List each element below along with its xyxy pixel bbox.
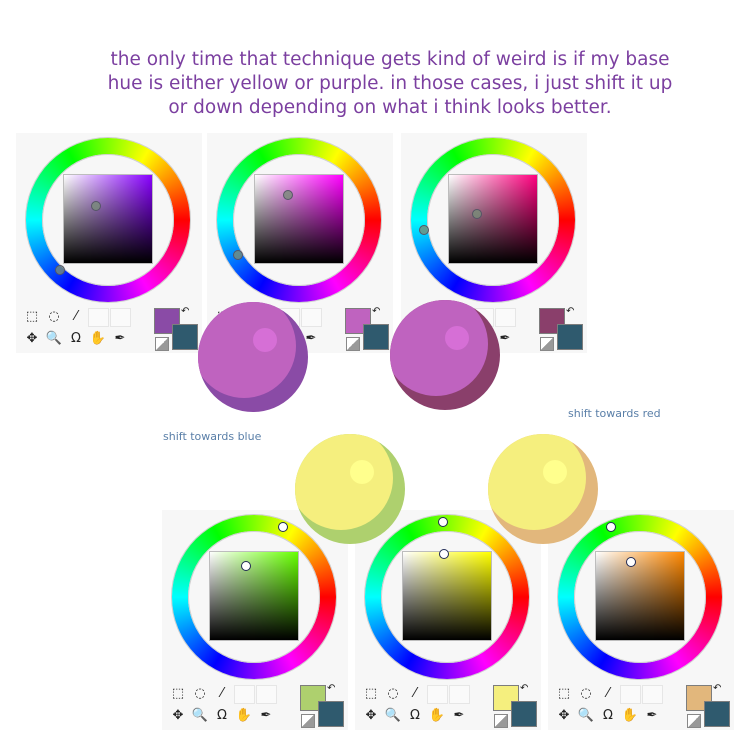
lasso-icon[interactable]: ◌ — [580, 686, 592, 701]
background-swatch[interactable] — [511, 701, 537, 727]
reset-colors-icon[interactable] — [155, 337, 169, 351]
swap-colors-icon[interactable]: ↶ — [372, 306, 381, 317]
reset-colors-icon[interactable] — [540, 337, 554, 351]
caption-line-3: or down depending on what i think looks … — [168, 97, 612, 118]
swap-colors-icon[interactable]: ↶ — [566, 306, 575, 317]
move-icon[interactable]: ✥ — [26, 331, 38, 346]
background-swatch[interactable] — [704, 701, 730, 727]
blank-tool-2[interactable] — [495, 308, 516, 327]
swap-colors-icon[interactable]: ↶ — [327, 683, 336, 694]
saturation-value-square[interactable] — [255, 175, 343, 263]
background-swatch[interactable] — [172, 324, 198, 350]
sv-marker[interactable] — [439, 549, 449, 559]
sv-marker[interactable] — [241, 561, 251, 571]
saturation-value-square[interactable] — [210, 552, 298, 640]
caption: the only time that technique gets kind o… — [100, 48, 680, 120]
rect-select-icon[interactable]: ⬚ — [557, 686, 571, 701]
reset-colors-icon[interactable] — [494, 714, 508, 728]
zoom-icon[interactable]: 🔍 — [191, 708, 209, 723]
hue-wheel[interactable] — [411, 138, 575, 302]
reset-colors-icon[interactable] — [301, 714, 315, 728]
sphere-yellow-orange — [488, 434, 598, 544]
zoom-icon[interactable]: 🔍 — [577, 708, 595, 723]
sv-marker[interactable] — [91, 201, 101, 211]
eyedropper-icon[interactable]: ✒ — [646, 708, 658, 723]
reset-colors-icon[interactable] — [346, 337, 360, 351]
rotate-icon[interactable]: Ω — [71, 331, 81, 346]
sphere-yellow-green — [295, 434, 405, 544]
blank-tool-1[interactable] — [88, 308, 109, 327]
blank-tool-1[interactable] — [234, 685, 255, 704]
hue-marker[interactable] — [55, 265, 65, 275]
rotate-icon[interactable]: Ω — [217, 708, 227, 723]
sv-marker[interactable] — [283, 190, 293, 200]
hue-marker[interactable] — [419, 225, 429, 235]
color-panel-4: ⬚ ◌ ⁄ ✥ 🔍 Ω ✋ ✒ ↶ — [162, 510, 348, 730]
saturation-value-square[interactable] — [403, 552, 491, 640]
hand-icon[interactable]: ✋ — [89, 331, 107, 346]
saturation-value-square[interactable] — [596, 552, 684, 640]
hand-icon[interactable]: ✋ — [428, 708, 446, 723]
color-panel-5: ⬚ ◌ ⁄ ✥ 🔍 Ω ✋ ✒ ↶ — [355, 510, 541, 730]
lasso-icon[interactable]: ◌ — [194, 686, 206, 701]
rect-select-icon[interactable]: ⬚ — [171, 686, 185, 701]
blank-tool-2[interactable] — [301, 308, 322, 327]
background-swatch[interactable] — [557, 324, 583, 350]
magic-wand-icon[interactable]: ⁄ — [413, 686, 417, 701]
hue-marker[interactable] — [278, 522, 288, 532]
magic-wand-icon[interactable]: ⁄ — [74, 309, 78, 324]
hue-marker[interactable] — [606, 522, 616, 532]
magic-wand-icon[interactable]: ⁄ — [220, 686, 224, 701]
eyedropper-icon[interactable]: ✒ — [499, 331, 511, 346]
sphere-purple-red — [390, 300, 500, 410]
rect-select-icon[interactable]: ⬚ — [25, 309, 39, 324]
blank-tool-2[interactable] — [110, 308, 131, 327]
background-swatch[interactable] — [318, 701, 344, 727]
lasso-icon[interactable]: ◌ — [48, 309, 60, 324]
note-shift-blue: shift towards blue — [163, 430, 262, 443]
move-icon[interactable]: ✥ — [172, 708, 184, 723]
blank-tool-2[interactable] — [642, 685, 663, 704]
eyedropper-icon[interactable]: ✒ — [305, 331, 317, 346]
sv-marker[interactable] — [626, 557, 636, 567]
blank-tool-2[interactable] — [256, 685, 277, 704]
color-panel-6: ⬚ ◌ ⁄ ✥ 🔍 Ω ✋ ✒ ↶ — [548, 510, 734, 730]
hand-icon[interactable]: ✋ — [621, 708, 639, 723]
rect-select-icon[interactable]: ⬚ — [364, 686, 378, 701]
move-icon[interactable]: ✥ — [365, 708, 377, 723]
swap-colors-icon[interactable]: ↶ — [520, 683, 529, 694]
zoom-icon[interactable]: 🔍 — [45, 331, 63, 346]
background-swatch[interactable] — [363, 324, 389, 350]
note-shift-red: shift towards red — [568, 407, 661, 420]
lasso-icon[interactable]: ◌ — [387, 686, 399, 701]
magic-wand-icon[interactable]: ⁄ — [606, 686, 610, 701]
blank-tool-1[interactable] — [427, 685, 448, 704]
blank-tool-2[interactable] — [449, 685, 470, 704]
hand-icon[interactable]: ✋ — [235, 708, 253, 723]
swap-colors-icon[interactable]: ↶ — [181, 306, 190, 317]
rotate-icon[interactable]: Ω — [603, 708, 613, 723]
rotate-icon[interactable]: Ω — [410, 708, 420, 723]
eyedropper-icon[interactable]: ✒ — [114, 331, 126, 346]
reset-colors-icon[interactable] — [687, 714, 701, 728]
hue-marker[interactable] — [233, 250, 243, 260]
blank-tool-1[interactable] — [620, 685, 641, 704]
caption-line-2: hue is either yellow or purple. in those… — [107, 73, 673, 94]
caption-line-1: the only time that technique gets kind o… — [110, 49, 670, 70]
eyedropper-icon[interactable]: ✒ — [260, 708, 272, 723]
sphere-purple-blue — [198, 302, 308, 412]
zoom-icon[interactable]: 🔍 — [384, 708, 402, 723]
hue-marker[interactable] — [438, 517, 448, 527]
sv-marker[interactable] — [472, 209, 482, 219]
color-panel-2: ⬚◌⁄✥🔍Ω✋✒ ↶ — [207, 133, 393, 353]
color-panel-3: ⬚◌⁄✥🔍Ω✋✒ ↶ — [401, 133, 587, 353]
move-icon[interactable]: ✥ — [558, 708, 570, 723]
color-panel-1: ⬚ ◌ ⁄ ✥ 🔍 Ω ✋ ✒ ↶ — [16, 133, 202, 353]
eyedropper-icon[interactable]: ✒ — [453, 708, 465, 723]
saturation-value-square[interactable] — [64, 175, 152, 263]
swap-colors-icon[interactable]: ↶ — [713, 683, 722, 694]
saturation-value-square[interactable] — [449, 175, 537, 263]
